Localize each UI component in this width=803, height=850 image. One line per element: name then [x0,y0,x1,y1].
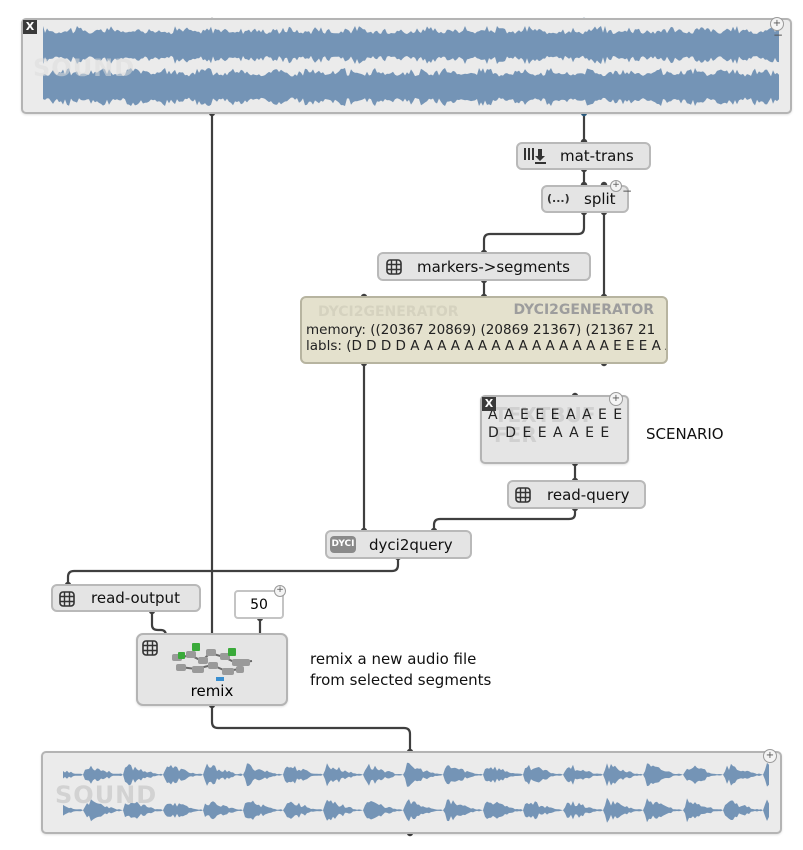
scenario-line-2: D D E E A A E E [488,425,611,441]
dyci2query-label: dyci2query [369,535,453,554]
mat-trans-label: mat-trans [560,147,634,165]
waveform-channel [63,762,769,787]
list-icon: (...) [547,192,570,205]
read-query-label: read-query [547,485,630,504]
waveform-channel [43,68,779,106]
grid-icon [515,487,531,503]
waveform-top [43,26,779,106]
sound-ghost-label: SOUND [55,781,158,809]
sound-ghost-label: SOUND [33,54,136,82]
remix-box[interactable]: remix [136,633,288,706]
dyci2query-box[interactable]: DYCI dyci2query [325,530,472,559]
generator-ghost-title: DYCI2GENERATOR [318,304,459,320]
plus-icon[interactable]: + [763,749,777,763]
read-output-box[interactable]: read-output [51,584,201,612]
wire-split-to-markers [482,212,586,253]
split-box[interactable]: (...) split + − [541,180,632,213]
grid-icon [59,591,75,607]
matrix-icon [524,148,546,164]
markers-segments-label: markers->segments [417,257,570,276]
grid-icon [142,640,158,656]
plus-icon[interactable]: + [609,392,623,406]
waveform-bottom [63,762,769,823]
read-query-box[interactable]: read-query [507,480,646,509]
remix-comment-line-1: remix a new audio file [310,650,477,668]
generator-memory-line: memory: ((20367 20869) (20869 21367) (21… [306,322,656,338]
remix-comment-line-2: from selected segments [310,671,492,689]
read-output-label: read-output [91,589,180,607]
number-box[interactable]: 50 + [234,585,286,619]
scenario-line-1: A A E E E A A E E [488,407,624,423]
number-value: 50 [250,597,268,613]
plus-icon[interactable]: + [274,585,286,597]
minus-icon[interactable]: − [621,184,633,198]
close-icon[interactable]: X [23,20,37,34]
wire-query-to-readoutput [66,557,400,585]
scenario-textbuffer[interactable]: TEXTBUF FER A A E E E A A E E D D E E A … [480,392,629,464]
scenario-comment: SCENARIO [646,425,724,443]
remix-label: remix [190,682,234,700]
minus-icon[interactable]: − [772,28,784,42]
close-icon[interactable]: X [482,397,496,411]
waveform-channel [43,26,779,64]
plus-icon[interactable]: + [610,180,622,192]
dyci2generator-box[interactable]: DYCI2GENERATOR DYCI2GENERATOR memory: ((… [300,296,668,364]
sound-box-bottom[interactable]: SOUND + [41,749,782,834]
markers-segments-box[interactable]: markers->segments [377,252,591,281]
plus-icon[interactable]: + [770,17,784,31]
mat-trans-box[interactable]: mat-trans [516,142,651,170]
generator-labls-line: labls: (D D D D A A A A A A A A A A A A … [306,338,668,354]
sound-box-top[interactable]: SOUND X + − [21,17,792,114]
textbuffer-ghost-label: TEXTBUF FER [494,403,596,447]
generator-title: DYCI2GENERATOR [513,302,654,318]
grid-icon [386,259,402,275]
waveform-channel [63,797,769,823]
patch-icon [172,643,253,681]
dyci-icon: DYCI [330,536,356,553]
split-label: split [584,190,616,208]
wire-remix-to-sound [210,705,412,752]
wire-readquery-to-query [432,508,577,531]
